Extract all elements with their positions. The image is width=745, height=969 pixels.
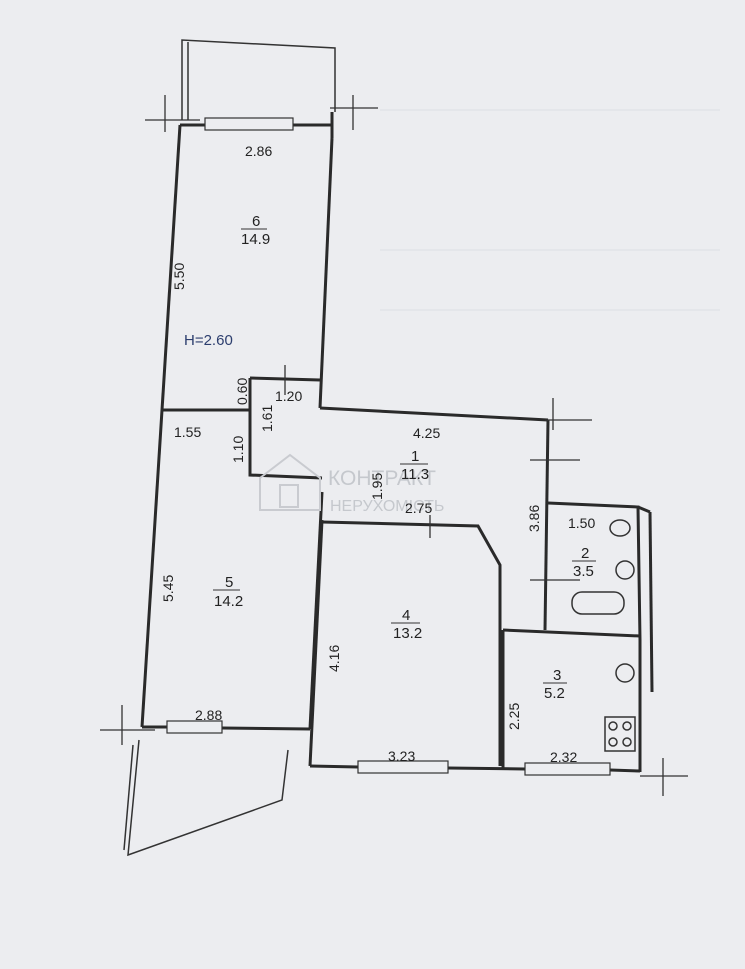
walls xyxy=(140,112,654,776)
room-6-area: 14.9 xyxy=(241,231,270,248)
bathtub-icon xyxy=(571,591,625,615)
room-5-area: 14.2 xyxy=(214,593,243,610)
dim-2-32: 2.32 xyxy=(550,749,577,765)
toilet-icon xyxy=(609,519,631,537)
dim-5-50: 5.50 xyxy=(171,263,187,290)
dim-2-86: 2.86 xyxy=(245,143,272,159)
window-room-5 xyxy=(166,720,223,734)
room-2-number: 2 xyxy=(581,545,589,562)
dim-2-75: 2.75 xyxy=(405,500,432,516)
dim-1-50: 1.50 xyxy=(568,515,595,531)
room-labels: 6 14.9 1 11.3 2 3.5 3 5.2 4 13.2 5 14.2 xyxy=(213,213,596,702)
dim-1-95: 1.95 xyxy=(369,473,385,500)
stove-icon xyxy=(604,716,636,752)
room-6-number: 6 xyxy=(252,213,260,230)
dim-0-60: 0.60 xyxy=(234,378,250,405)
room-3-number: 3 xyxy=(553,667,561,684)
room-2-area: 3.5 xyxy=(573,563,594,580)
bottom-balcony xyxy=(123,739,289,857)
dim-3-23: 3.23 xyxy=(388,748,415,764)
dimension-labels: 2.86 5.50 0.60 1.20 1.55 1.10 1.61 4.25 … xyxy=(160,143,595,765)
window-room-4 xyxy=(357,760,449,774)
paper-texture xyxy=(380,109,720,311)
window-kitchen xyxy=(524,762,611,776)
dim-1-55: 1.55 xyxy=(174,424,201,440)
dim-1-10: 1.10 xyxy=(230,436,246,463)
room-1-area: 11.3 xyxy=(401,466,429,483)
sink-icon xyxy=(615,560,635,580)
room-3-area: 5.2 xyxy=(544,685,565,702)
kitchen-sink-icon xyxy=(615,663,635,683)
dim-1-61: 1.61 xyxy=(259,405,275,432)
room-5-number: 5 xyxy=(225,574,233,591)
window-room-6 xyxy=(204,117,294,131)
dim-2-25: 2.25 xyxy=(506,703,522,730)
room-1-number: 1 xyxy=(411,448,419,465)
top-balcony xyxy=(181,39,336,120)
room-4-number: 4 xyxy=(402,607,410,624)
dim-3-86: 3.86 xyxy=(526,505,542,532)
watermark-logo: КОНТРАКТ НЕРУХОМІСТЬ xyxy=(259,453,444,515)
dim-4-16: 4.16 xyxy=(326,645,342,672)
ceiling-height-label: H=2.60 xyxy=(184,332,233,349)
dimension-ticks xyxy=(100,95,688,796)
dim-5-45: 5.45 xyxy=(160,575,176,602)
dim-2-88: 2.88 xyxy=(195,707,222,723)
dim-4-25: 4.25 xyxy=(413,425,440,441)
watermark-line1: КОНТРАКТ xyxy=(328,467,436,490)
room-4-area: 13.2 xyxy=(393,625,422,642)
dim-1-20: 1.20 xyxy=(275,388,302,404)
fixtures xyxy=(571,519,636,752)
watermark-line2: НЕРУХОМІСТЬ xyxy=(330,498,444,515)
